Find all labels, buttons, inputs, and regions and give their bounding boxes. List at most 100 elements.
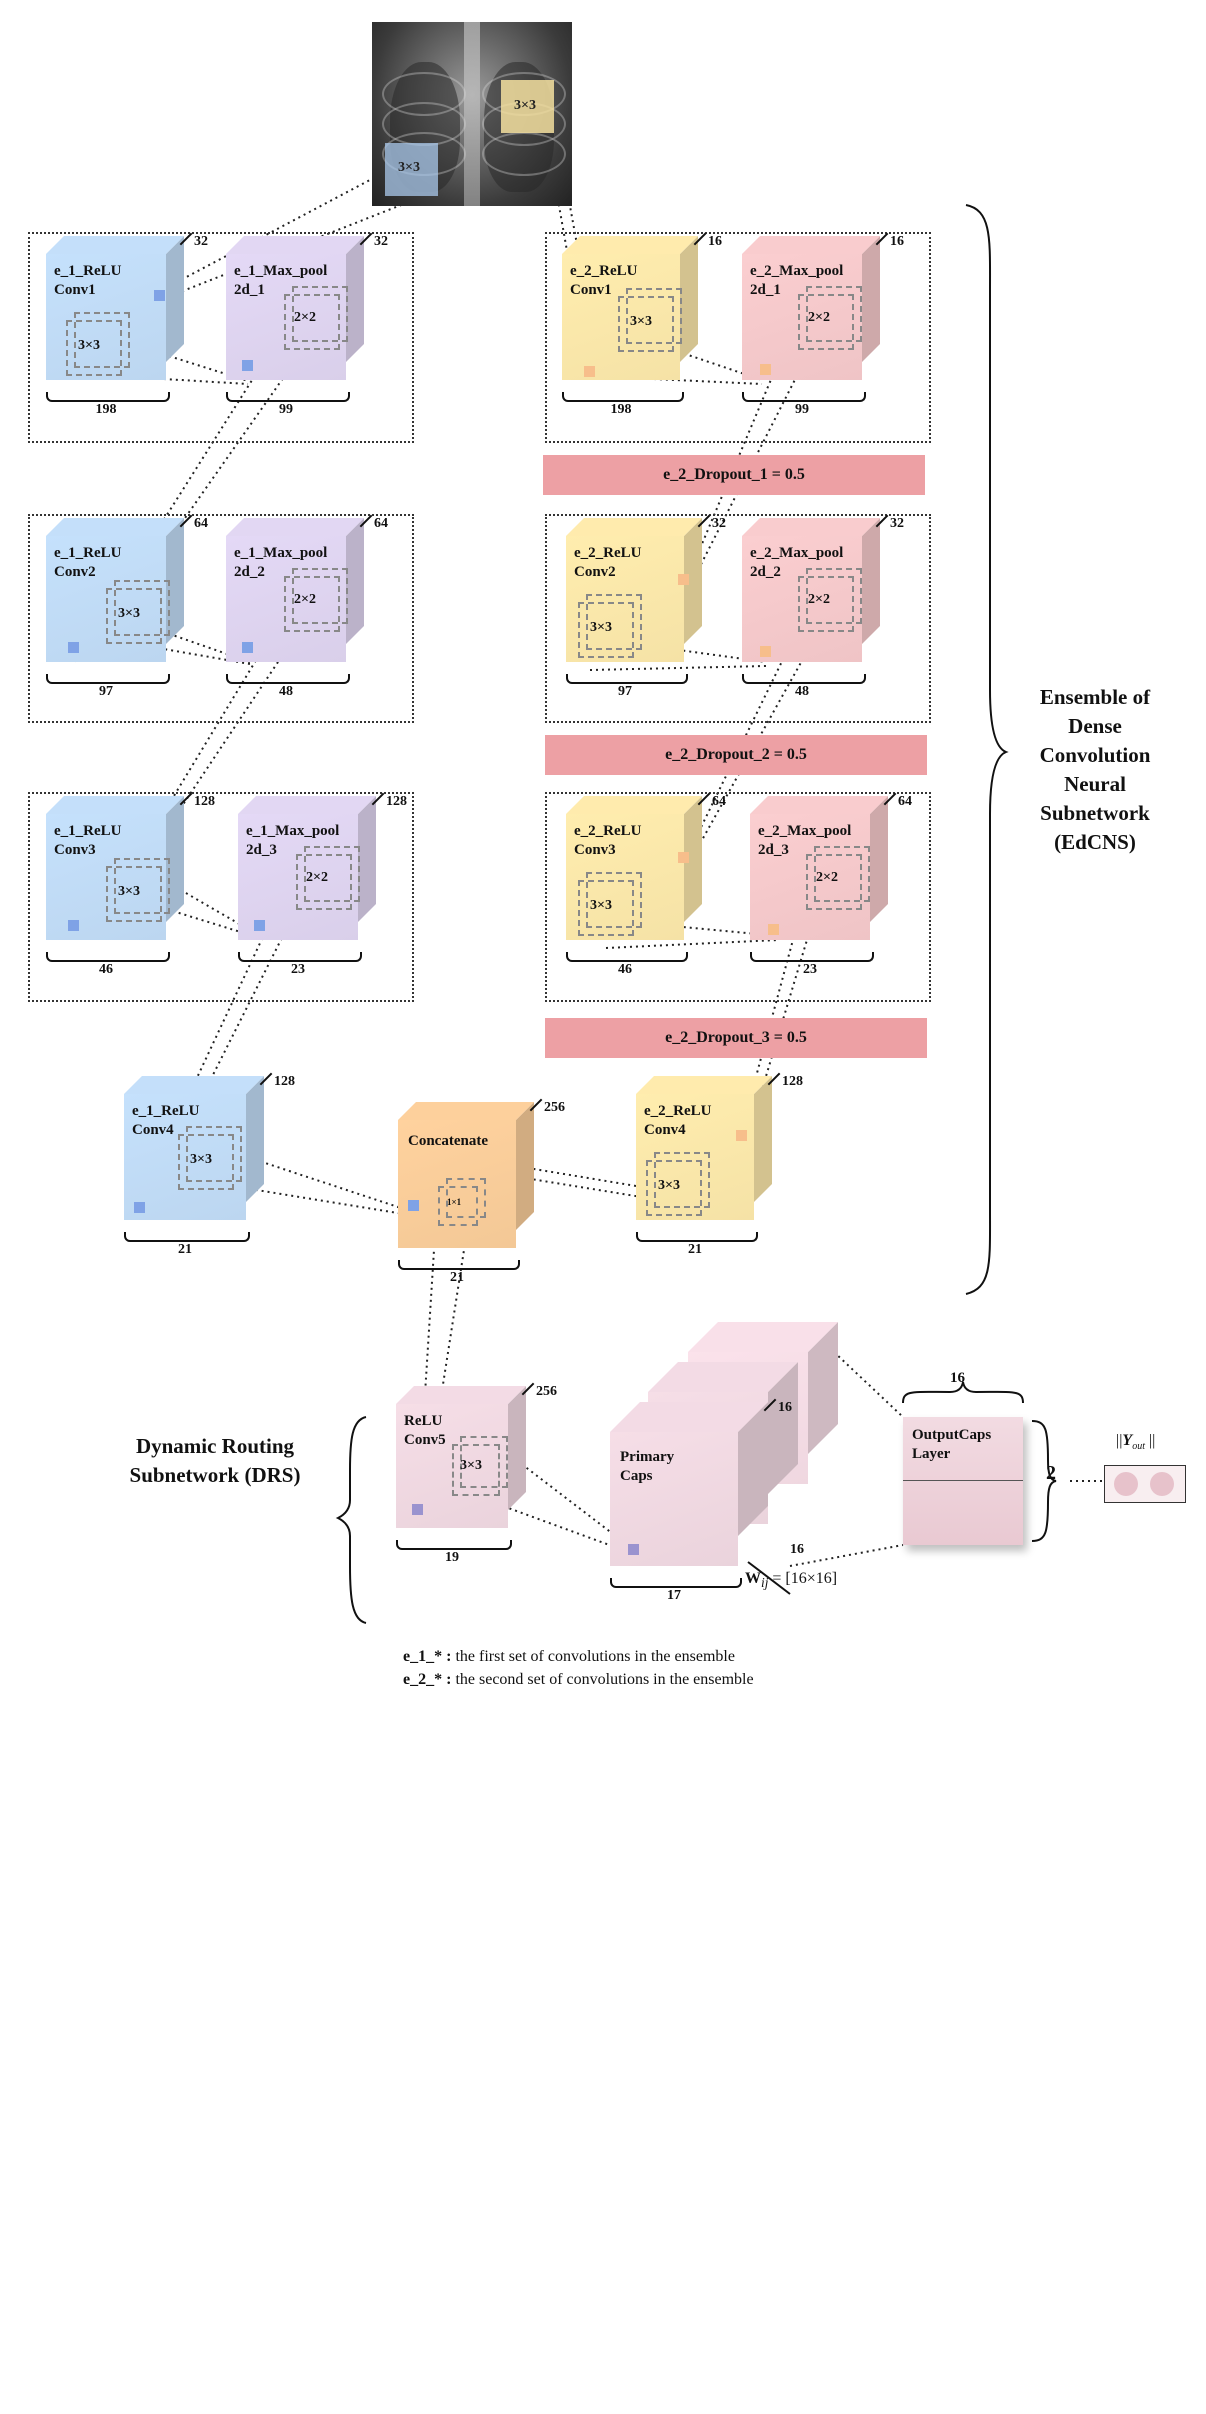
e1-pool2-label: e_1_Max_pool 2d_2 — [234, 545, 328, 580]
xray-patch-e2 — [501, 80, 554, 133]
e2-conv2-kernel — [578, 602, 634, 658]
e1-conv3-depth: 128 — [194, 794, 215, 809]
line-e2-k2 — [587, 375, 763, 385]
primary-caps-1-label: Primary Caps — [620, 1449, 675, 1484]
e2-dropout-2: e_2_Dropout_2 = 0.5 — [545, 735, 927, 775]
e2-pool1-dim: 99 — [795, 402, 809, 417]
conv5-dim-bracket — [396, 1540, 512, 1550]
line-e1-c4-concat-b — [231, 1185, 411, 1216]
e1-conv1-shadow — [0, 0, 138, 126]
y-out-node — [1114, 1472, 1138, 1496]
e1-pool2-kernel — [284, 576, 340, 632]
e2-pool3-dim: 23 — [803, 962, 817, 977]
edcns-brace — [965, 204, 1009, 1295]
e1-conv3-label: e_1_ReLU Conv3 — [54, 823, 122, 858]
e1-conv4-shadow — [0, 1512, 140, 1638]
e2-pool2-kernel-label: 2×2 — [808, 592, 830, 607]
e2-conv2 — [566, 536, 684, 662]
e2-pool1-kernel-back — [806, 286, 862, 342]
e2-conv2-kernel-label: 3×3 — [590, 620, 612, 635]
e1-conv4 — [124, 1094, 246, 1220]
e1-block-2-frame — [28, 514, 414, 723]
e1-conv4-label: e_1_ReLU Conv4 — [132, 1103, 200, 1138]
e2-pool3-side — [870, 796, 888, 922]
line-e2-p2-c3-a — [685, 603, 811, 859]
e2-pool1-kernel-label: 2×2 — [808, 310, 830, 325]
concat-top — [398, 1102, 534, 1120]
line-xray-e1-a — [159, 171, 386, 292]
e1-pool1-dim-bracket — [226, 392, 350, 402]
e1-conv1-dim-bracket — [46, 392, 170, 402]
xray-patch-e1 — [385, 143, 438, 196]
e2-pool1-dim-bracket — [742, 392, 866, 402]
legend-e2: e_2_* : the second set of convolutions i… — [403, 1671, 754, 1688]
e2-conv4-top — [636, 1076, 772, 1094]
e1-conv4-dim: 21 — [178, 1242, 192, 1257]
e2-conv4-kernel-back — [654, 1152, 710, 1208]
edcns-label: Ensemble of Dense Convolution Neural Sub… — [1039, 685, 1151, 854]
output-side-brace — [1031, 1420, 1057, 1542]
e2-pool2-side — [862, 518, 880, 644]
primary-caps-1-top — [610, 1402, 768, 1432]
e2-pool3-top — [750, 796, 888, 814]
e1-pool3-label: e_1_Max_pool 2d_3 — [246, 823, 340, 858]
e1-pool3-depth: 128 — [386, 794, 407, 809]
e2-conv3-shadow — [0, 1260, 136, 1386]
e1-block-3-frame — [28, 792, 414, 1002]
e2-conv1-dim: 198 — [610, 402, 632, 417]
e1-conv1-kernel-label: 3×3 — [78, 338, 100, 353]
e2-pool2 — [742, 536, 862, 662]
architecture-diagram: 3×3 3×3 e_2_Dropout_1 = 0.5 e_2_Dropout_… — [0, 0, 1186, 1688]
e2-pool2-top — [742, 518, 880, 536]
e2-pool1 — [742, 254, 862, 380]
concat-shadow — [0, 1638, 136, 1766]
e2-conv4-shadow — [0, 1766, 136, 1892]
line-xray-e2-a — [539, 97, 589, 371]
e1-pool3-kernel-back — [304, 846, 360, 902]
concat-dim-bracket — [398, 1260, 520, 1270]
primary-caps-stack-count: 16 — [790, 1542, 804, 1557]
e2-conv3-kernel-label: 3×3 — [590, 898, 612, 913]
e1-pool2-dim: 48 — [279, 684, 293, 699]
primary-caps-3-top — [688, 1322, 838, 1352]
e2-conv4-pixel — [736, 1130, 747, 1141]
drs-label: Dynamic Routing Subnetwork (DRS) — [129, 1434, 301, 1487]
e2-conv2-pixel — [678, 574, 689, 585]
e2-conv2-dim-bracket — [566, 674, 688, 684]
primary-caps-2-top — [648, 1362, 798, 1392]
line-caps-out-b — [789, 1544, 904, 1567]
e1-pool1-pixel — [242, 360, 253, 371]
e1-pool2-depth: 64 — [374, 516, 388, 531]
e1-pool1-dim: 99 — [279, 402, 293, 417]
e1-conv2-dim-bracket — [46, 674, 170, 684]
e2-pool2-label: e_2_Max_pool 2d_2 — [750, 545, 844, 580]
e2-conv4-depth: 128 — [782, 1074, 803, 1089]
e2-pool3-label: e_2_Max_pool 2d_3 — [758, 823, 852, 858]
e1-pool1-kernel-back — [292, 286, 348, 342]
e2-pool2-dim: 48 — [795, 684, 809, 699]
e1-conv2-kernel — [106, 588, 162, 644]
conv5-top — [396, 1386, 526, 1404]
e1-conv4-kernel-label: 3×3 — [190, 1152, 212, 1167]
e2-conv1-label: e_2_ReLU Conv1 — [570, 263, 638, 298]
e1-conv2-dim: 97 — [99, 684, 113, 699]
output-caps-top-dim: 16 — [950, 1370, 965, 1386]
e2-conv4-dim: 21 — [688, 1242, 702, 1257]
e1-conv1-side — [166, 236, 184, 362]
primary-caps-1-dim-bracket — [610, 1578, 742, 1588]
e1-conv2-side — [166, 518, 184, 644]
line-conv5-caps-b — [469, 1493, 635, 1555]
e1-pool3-pixel — [254, 920, 265, 931]
e2-pool3-depth: 64 — [898, 794, 912, 809]
e2-conv2-side — [684, 518, 702, 644]
e1-conv4-dim-bracket — [124, 1232, 250, 1242]
e1-conv3-kernel-label: 3×3 — [118, 884, 140, 899]
e1-conv1-top — [46, 236, 184, 254]
e2-conv1-kernel — [618, 296, 674, 352]
e2-pool1-label: e_2_Max_pool 2d_1 — [750, 263, 844, 298]
conv5-side — [508, 1386, 526, 1510]
e2-conv3-kernel-back — [586, 872, 642, 928]
e2-pool3 — [750, 814, 870, 940]
e2-conv3-kernel — [578, 880, 634, 936]
e1-pool3 — [238, 814, 358, 940]
